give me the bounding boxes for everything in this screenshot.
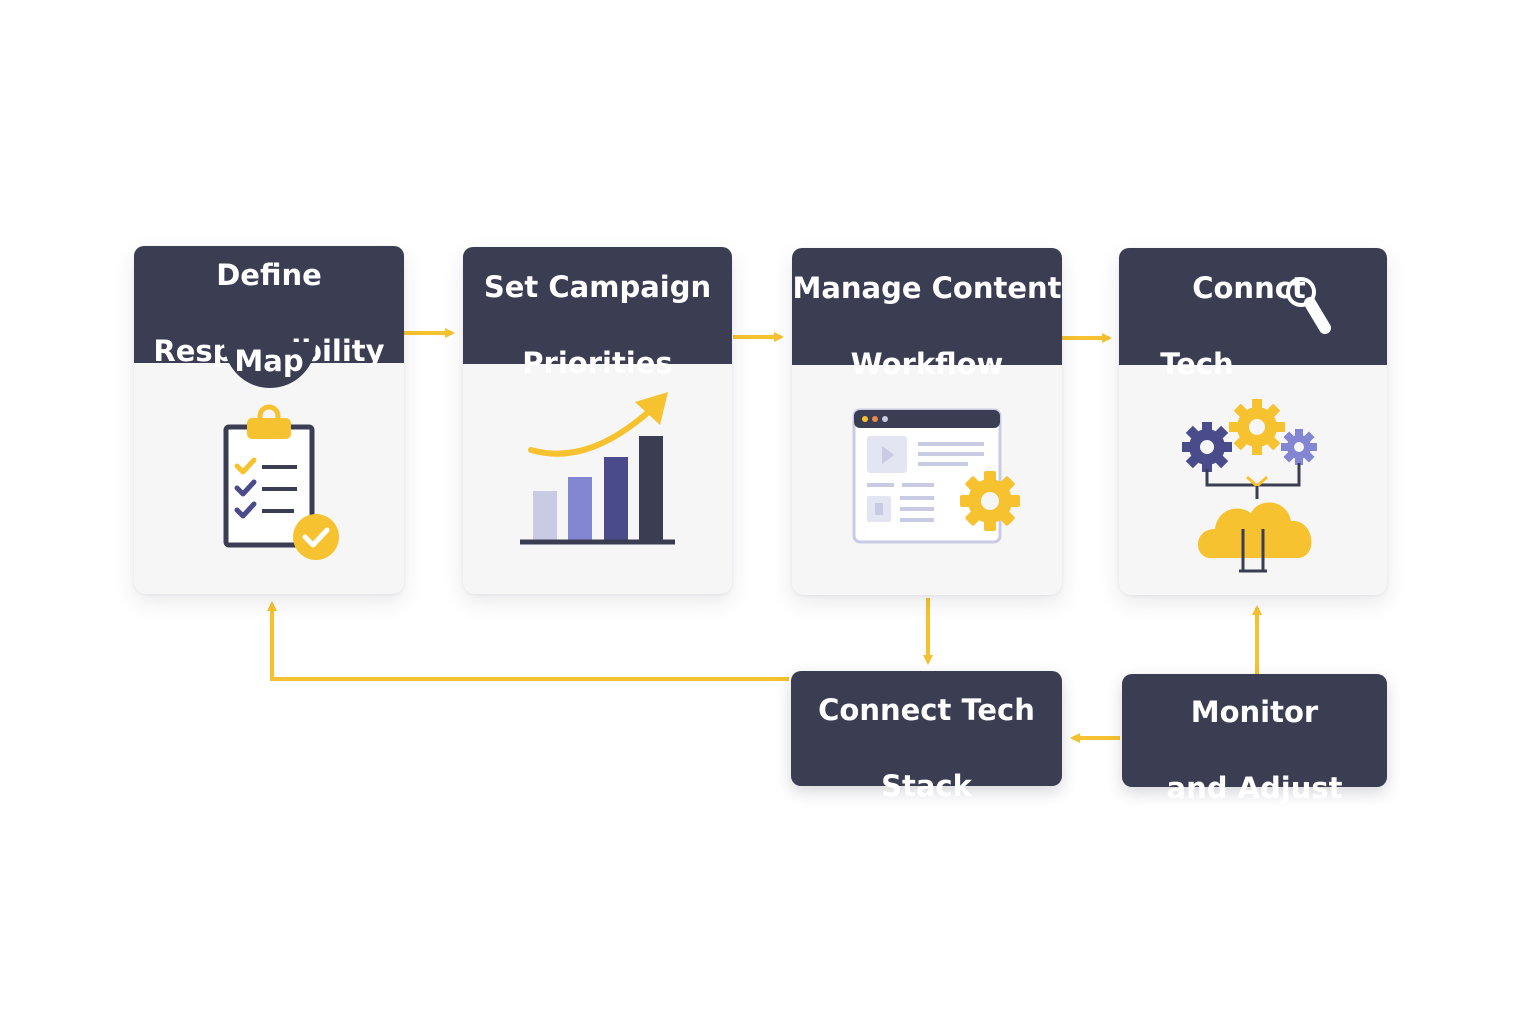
title-line: Workflow bbox=[850, 346, 1004, 381]
title-line: Set Campaign bbox=[483, 269, 712, 304]
step-title: Manage Content Workflow bbox=[792, 231, 1061, 383]
step-card-define-responsibility: Define Responsibility Map bbox=[134, 246, 404, 594]
step-title: Set Campaign Priorities bbox=[484, 230, 711, 382]
monitor-and-adjust-box: Monitor and Adjust bbox=[1122, 674, 1387, 805]
title-line: Stack bbox=[881, 768, 972, 803]
box-title: Monitor and Adjust bbox=[1167, 655, 1343, 807]
step-header: Manage Content Workflow bbox=[792, 248, 1062, 381]
step-card-connect-tech: Connct Tech bbox=[1119, 248, 1387, 595]
title-line: and Adjust bbox=[1166, 770, 1343, 805]
title-line: Define bbox=[216, 257, 322, 292]
magnifier-icon bbox=[1286, 277, 1331, 334]
clipboard-checklist-icon bbox=[223, 404, 339, 560]
title-line: Map bbox=[234, 344, 304, 378]
box-title: Connect Tech Stack bbox=[818, 653, 1035, 805]
connect-tech-stack-box: Connect Tech Stack bbox=[791, 671, 1062, 803]
step-card-set-campaign-priorities: Set Campaign Priorities bbox=[463, 247, 732, 594]
step-header: Connct Tech bbox=[1119, 248, 1387, 381]
title-line: Priorities bbox=[522, 345, 673, 380]
arrow-connect-stack-to-step1 bbox=[267, 601, 789, 681]
content-window-gear-icon bbox=[852, 408, 1020, 544]
title-line: Connect Tech bbox=[818, 692, 1035, 727]
title-line: Manage Content bbox=[792, 270, 1062, 305]
title-line: Monitor bbox=[1190, 694, 1319, 729]
step-card-manage-content-workflow: Manage Content Workflow bbox=[792, 248, 1062, 595]
gears-cloud-icon bbox=[1182, 399, 1317, 573]
title-line: Tech bbox=[1160, 346, 1234, 381]
growth-bar-chart-icon bbox=[520, 392, 675, 545]
step-header: Set Campaign Priorities bbox=[463, 247, 732, 380]
